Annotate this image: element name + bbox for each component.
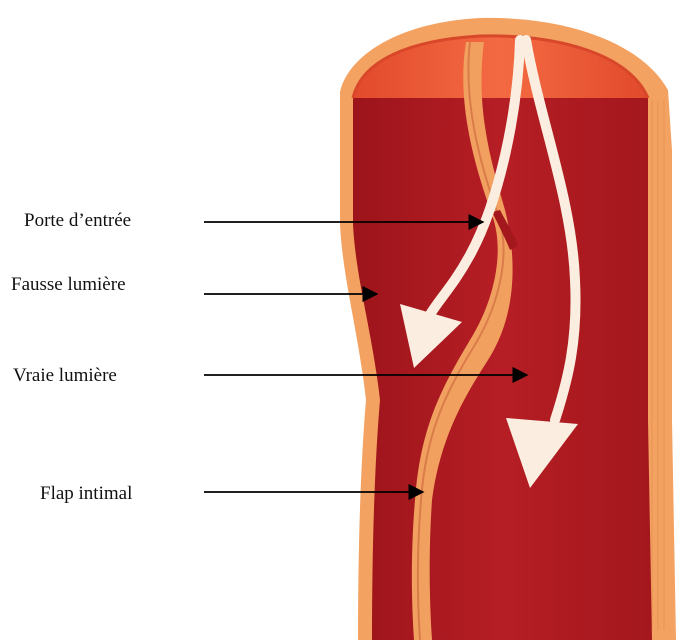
label-porte-entree: Porte d’entrée bbox=[24, 211, 131, 230]
label-fausse-lumiere: Fausse lumière bbox=[11, 275, 126, 294]
label-vraie-lumiere: Vraie lumière bbox=[13, 366, 117, 385]
label-flap-intimal: Flap intimal bbox=[40, 484, 132, 503]
